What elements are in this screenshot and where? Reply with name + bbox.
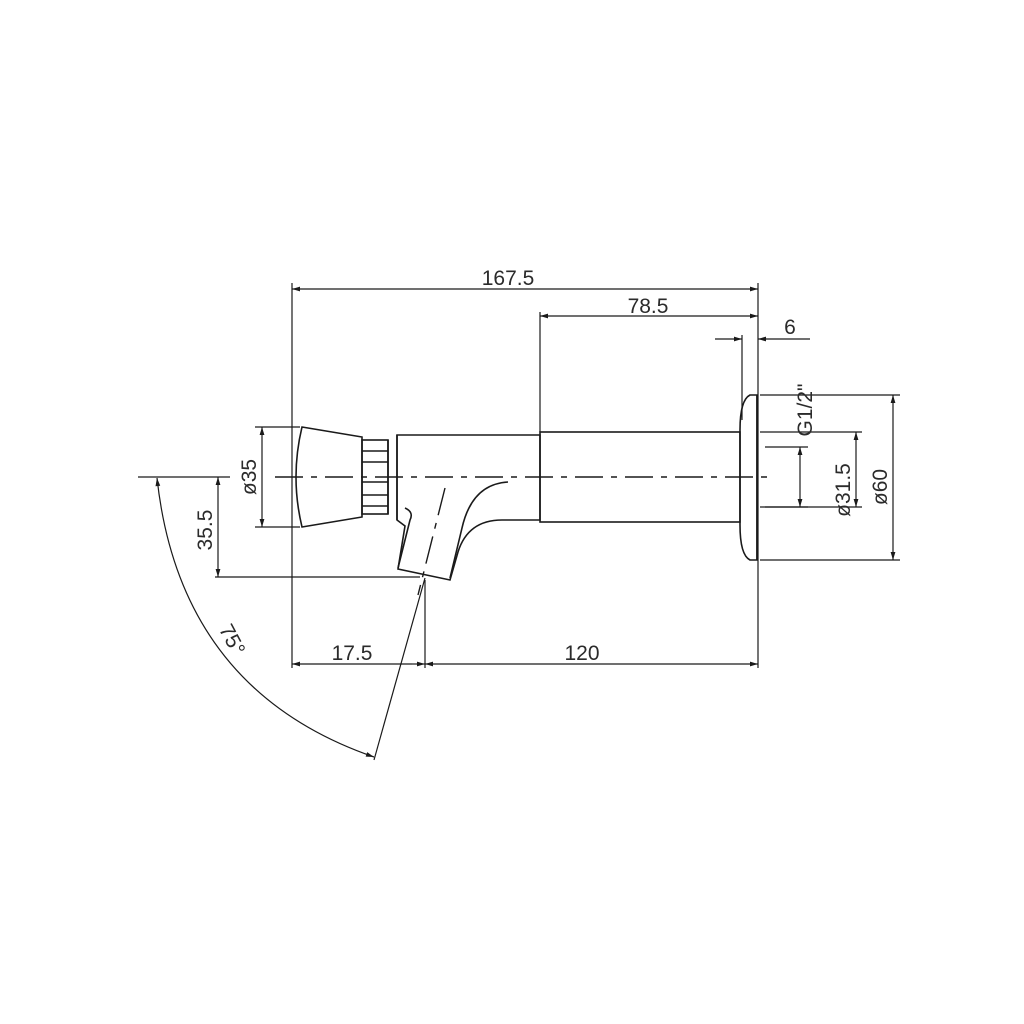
dim-button-diameter: ø35: [238, 459, 261, 495]
center-lines: [138, 476, 775, 596]
dim-button-to-spout: 17.5: [332, 642, 373, 665]
dim-body-to-wall: 78.5: [628, 295, 669, 318]
tap-body: [396, 434, 541, 581]
wall-flange: [739, 394, 758, 561]
dim-overall-length: 167.5: [482, 267, 535, 290]
dim-thread: G1/2": [794, 384, 817, 437]
tap-outline: [295, 394, 758, 581]
dim-spout-angle: 75°: [214, 621, 249, 660]
dimension-labels: 167.5 78.5 6 17.5 120 ø35 35.5 G1/2" ø31…: [194, 267, 892, 665]
spout-lip: [397, 507, 412, 569]
dim-pipe-diameter: ø31.5: [832, 463, 855, 517]
dimension-lines: [155, 286, 896, 761]
dim-spout-to-wall: 120: [564, 642, 599, 665]
dim-flange-thickness: 6: [784, 316, 796, 339]
dim-flange-diameter: ø60: [869, 469, 892, 505]
spout-inner-curve: [449, 481, 509, 579]
extension-lines: [215, 283, 900, 668]
dim-spout-drop: 35.5: [194, 510, 217, 551]
